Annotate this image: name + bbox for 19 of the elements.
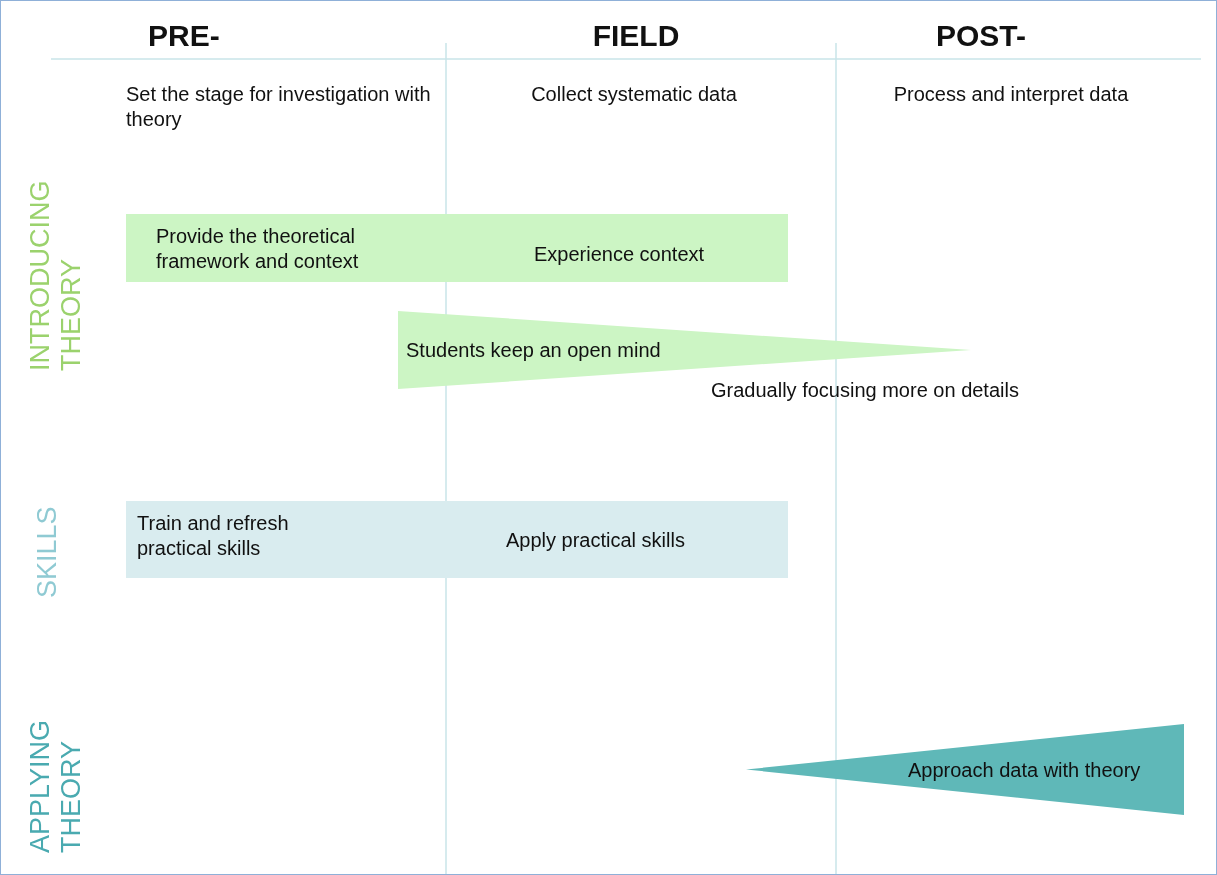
column-description: Collect systematic data: [530, 82, 738, 107]
row-heading: INTRODUCING THEORY: [25, 179, 87, 371]
phase-band: [126, 501, 788, 578]
widening-wedge: [746, 724, 1184, 815]
activity-text: Experience context: [534, 242, 706, 267]
column-description: Set the stage for investigation with theory: [126, 82, 432, 132]
column-heading: PRE-: [148, 23, 220, 48]
column-heading: FIELD: [591, 23, 681, 48]
activity-text: Provide the theoretical framework and context: [156, 224, 360, 274]
row-heading: APPLYING THEORY: [25, 718, 87, 853]
note-text: Gradually focusing more on details: [711, 378, 1020, 403]
column-description: Process and interpret data: [892, 82, 1130, 107]
activity-text: Train and refresh practical skills: [137, 511, 290, 561]
column-heading: POST-: [936, 23, 1026, 48]
activity-text: Approach data with theory: [908, 758, 1142, 783]
phase-band: [126, 214, 788, 282]
activity-text: Apply practical skills: [506, 528, 686, 553]
activity-text: Students keep an open mind: [406, 338, 662, 363]
row-heading: SKILLS: [32, 505, 63, 598]
